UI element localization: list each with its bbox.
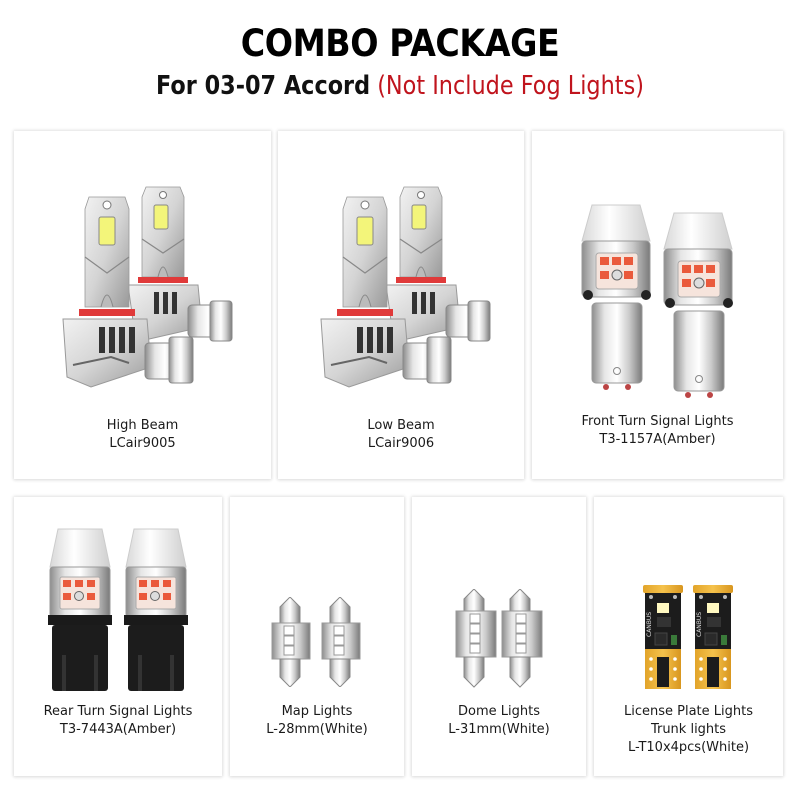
product-label: Low Beam LCair9006 — [278, 417, 524, 453]
product-model: LCair9005 — [109, 436, 176, 451]
product-label: Rear Turn Signal Lights T3-7443A(Amber) — [14, 703, 222, 739]
product-label: High Beam LCair9005 — [14, 417, 271, 453]
product-label: License Plate Lights Trunk lights L-T10x… — [594, 703, 783, 757]
festoon-bulb-pair-icon — [230, 597, 404, 687]
subtitle-note: (Not Include Fog Lights) — [377, 71, 644, 101]
page-title: COMBO PACKAGE — [240, 22, 560, 65]
product-model: LCair9006 — [367, 436, 435, 451]
product-name-secondary: Trunk lights — [650, 722, 727, 737]
product-card-front-turn-signal: Front Turn Signal Lights T3-1157A(Amber) — [532, 131, 783, 479]
t10-canbus-bulb-pair-icon: CANBUS CANBUS — [594, 585, 783, 689]
product-card-high-beam: High Beam LCair9005 — [14, 131, 271, 479]
led-headlight-bulb-pair-icon — [14, 167, 271, 397]
page-subtitle: For 03-07 Accord (Not Include Fog Lights… — [56, 68, 744, 104]
product-name: Low Beam — [367, 418, 435, 433]
product-model: L-31mm(White) — [448, 722, 550, 737]
product-name: High Beam — [106, 418, 179, 433]
product-card-low-beam: Low Beam LCair9006 — [278, 131, 524, 479]
product-model: L-T10x4pcs(White) — [627, 740, 750, 755]
led-headlight-bulb-pair-icon — [278, 167, 524, 397]
product-model: L-28mm(White) — [266, 722, 368, 737]
product-card-dome-lights: Dome Lights L-31mm(White) — [412, 497, 586, 776]
product-card-rear-turn-signal: Rear Turn Signal Lights T3-7443A(Amber) — [14, 497, 222, 776]
canbus-chip-text: CANBUS — [696, 612, 703, 637]
product-name: Front Turn Signal Lights — [581, 414, 734, 429]
product-label: Map Lights L-28mm(White) — [230, 703, 404, 739]
festoon-bulb-pair-icon — [412, 589, 586, 689]
product-name: Dome Lights — [458, 704, 540, 719]
product-name: Map Lights — [281, 704, 353, 719]
product-label: Dome Lights L-31mm(White) — [412, 703, 586, 739]
7443-turn-signal-bulb-pair-icon — [14, 525, 222, 695]
product-model: T3-1157A(Amber) — [599, 432, 716, 447]
1157-turn-signal-bulb-pair-icon — [532, 201, 783, 401]
product-card-map-lights: Map Lights L-28mm(White) — [230, 497, 404, 776]
product-card-license-plate-lights: CANBUS CANBUS — [594, 497, 783, 776]
product-label: Front Turn Signal Lights T3-1157A(Amber) — [532, 413, 783, 449]
product-name: Rear Turn Signal Lights — [43, 704, 193, 719]
subtitle-vehicle: For 03-07 Accord — [156, 71, 371, 101]
product-model: T3-7443A(Amber) — [59, 722, 177, 737]
canbus-chip-text: CANBUS — [646, 612, 653, 637]
product-name: License Plate Lights — [623, 704, 753, 719]
